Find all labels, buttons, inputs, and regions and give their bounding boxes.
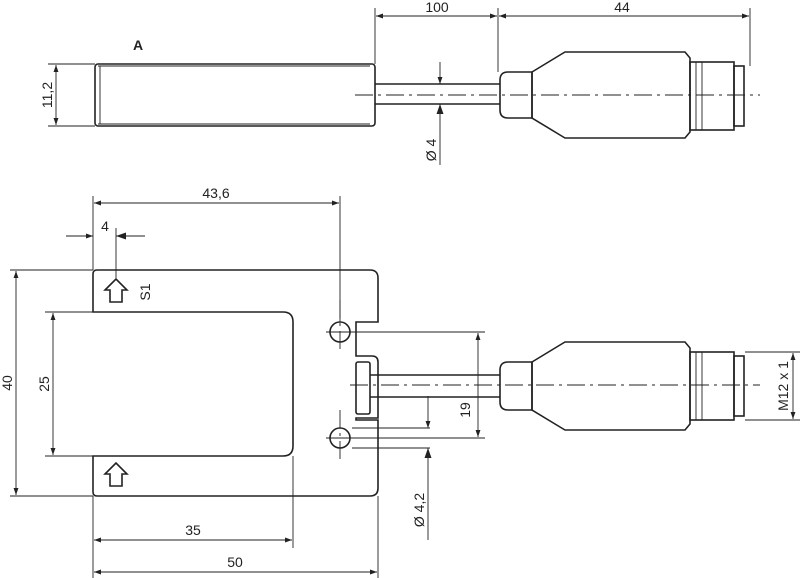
connector-tip (733, 355, 745, 417)
dim-arrow (436, 104, 444, 114)
fork-sensor-body (92, 269, 379, 497)
connector-tip (733, 65, 745, 127)
connector-housing (531, 341, 691, 431)
dim-height: 11,2 (39, 82, 55, 108)
dim-cable-length: 100 (425, 0, 449, 15)
dim-thread: M12 x 1 (775, 361, 791, 411)
dim-hole-distance: 19 (457, 402, 473, 418)
dim-slot-width: 25 (36, 376, 52, 392)
connector-housing (531, 51, 691, 139)
connector-nut (499, 361, 533, 411)
dim-total-height: 40 (0, 375, 15, 391)
cable-gland (355, 361, 371, 415)
connector-plug (689, 61, 735, 131)
direction-arrow-icon (103, 461, 129, 487)
dim-total-length: 50 (227, 554, 243, 570)
dim-inner-depth: 43,6 (202, 185, 229, 201)
connector-plug (689, 351, 735, 421)
dim-arrow (424, 448, 432, 458)
direction-arrow-icon (103, 277, 129, 303)
marking-s1: S1 (137, 283, 153, 300)
view-label-a: A (133, 37, 143, 53)
side-view: A 100 44 11,2 (39, 0, 760, 165)
dim-cable-diameter: Ø 4 (423, 139, 439, 162)
dim-connector-length: 44 (614, 0, 630, 15)
dim-arrow-offset: 4 (101, 218, 109, 234)
dim-arrow (116, 232, 126, 240)
sensor-body-side (94, 63, 376, 127)
dim-slot-depth: 35 (185, 522, 201, 538)
dim-hole-diameter: Ø 4,2 (411, 493, 427, 527)
top-view: S1 43,6 4 40 25 19 (0, 185, 800, 578)
